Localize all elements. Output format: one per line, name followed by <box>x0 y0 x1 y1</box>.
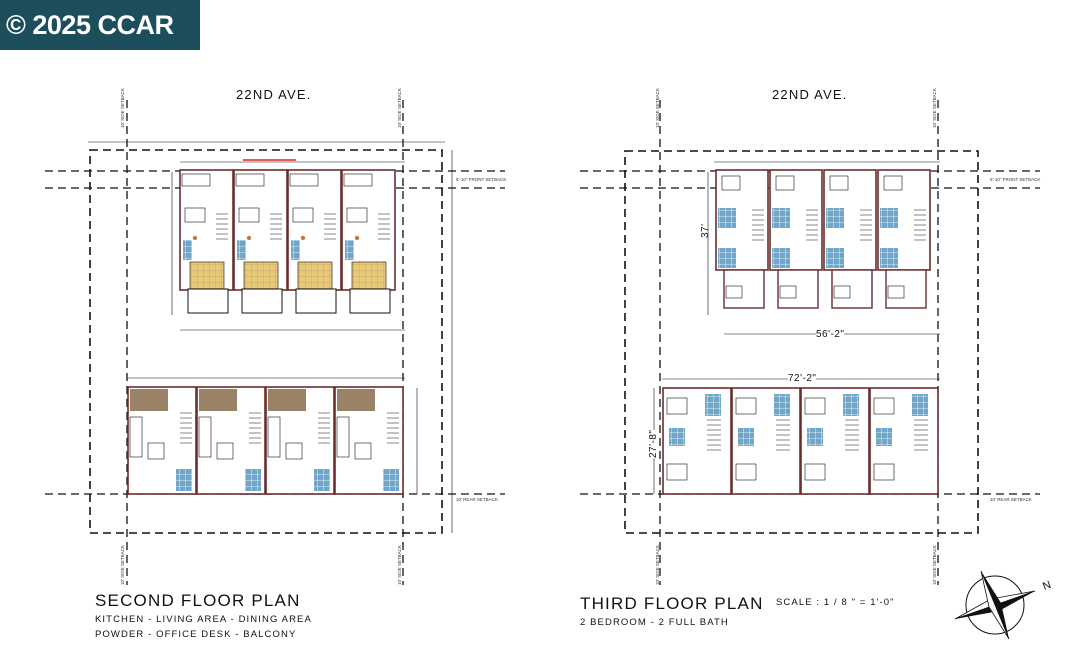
second-floor-front-units <box>179 169 396 314</box>
rear-setback-label-right: 10' REAR SETBACK <box>990 497 1032 502</box>
third-floor-title: THIRD FLOOR PLAN <box>580 594 764 613</box>
side-setback-label-right-top-2: 10' SIDE SETBACK <box>932 88 937 128</box>
unit-9 <box>715 169 769 309</box>
street-label-right: 22ND AVE. <box>772 87 848 102</box>
copyright-watermark: © 2025 CCAR <box>0 0 200 50</box>
second-floor-rooms-line1: KITCHEN - LIVING AREA - DINING AREA <box>95 614 312 625</box>
unit-5 <box>127 386 197 495</box>
rear-setback-label-left: 10' REAR SETBACK <box>456 497 498 502</box>
unit-13 <box>662 387 732 495</box>
front-setback-label-left: 5'-10" FRONT SETBACK <box>456 177 507 182</box>
third-floor-rear-units <box>662 387 939 495</box>
unit-4 <box>341 169 396 314</box>
dim-height-bottom: 27'-8" <box>648 429 659 458</box>
unit-12 <box>877 169 931 309</box>
second-floor-plan <box>45 100 505 585</box>
side-setback-label-left-bottom-2: 10' SIDE SETBACK <box>655 545 660 585</box>
unit-1 <box>179 169 234 314</box>
second-floor-title: SECOND FLOOR PLAN <box>95 591 301 610</box>
front-setback-label-right: 5'-10" FRONT SETBACK <box>990 177 1041 182</box>
dim-height-top: 37' <box>700 223 711 238</box>
street-label-left: 22ND AVE. <box>236 87 312 102</box>
second-floor-rooms-line2: POWDER - OFFICE DESK - BALCONY <box>95 629 297 640</box>
side-setback-label-left-top: 10' SIDE SETBACK <box>120 88 125 128</box>
unit-16 <box>869 387 939 495</box>
side-setback-label-left-bottom: 10' SIDE SETBACK <box>120 545 125 585</box>
dim-width-bottom: 72'-2" <box>788 373 817 384</box>
side-setback-label-right-top: 10' SIDE SETBACK <box>397 88 402 128</box>
unit-7 <box>265 386 335 495</box>
unit-10 <box>769 169 823 309</box>
second-floor-rear-units <box>127 386 404 495</box>
side-setback-label-right-bottom: 10' SIDE SETBACK <box>397 545 402 585</box>
unit-6 <box>196 386 266 495</box>
scale-note: SCALE : 1 / 8 " = 1'-0" <box>776 597 895 608</box>
side-setback-label-right-bottom-2: 10' SIDE SETBACK <box>932 545 937 585</box>
unit-8 <box>334 386 404 495</box>
unit-14 <box>731 387 801 495</box>
north-arrow-icon <box>954 570 1036 640</box>
side-setback-label-left-top-2: 10' SIDE SETBACK <box>655 88 660 128</box>
third-floor-rooms-line1: 2 BEDROOM - 2 FULL BATH <box>580 617 729 628</box>
unit-11 <box>823 169 877 309</box>
unit-3 <box>287 169 342 314</box>
unit-2 <box>233 169 288 314</box>
unit-15 <box>800 387 870 495</box>
dim-width-top: 56'-2" <box>816 329 845 340</box>
third-floor-front-units <box>715 169 931 309</box>
